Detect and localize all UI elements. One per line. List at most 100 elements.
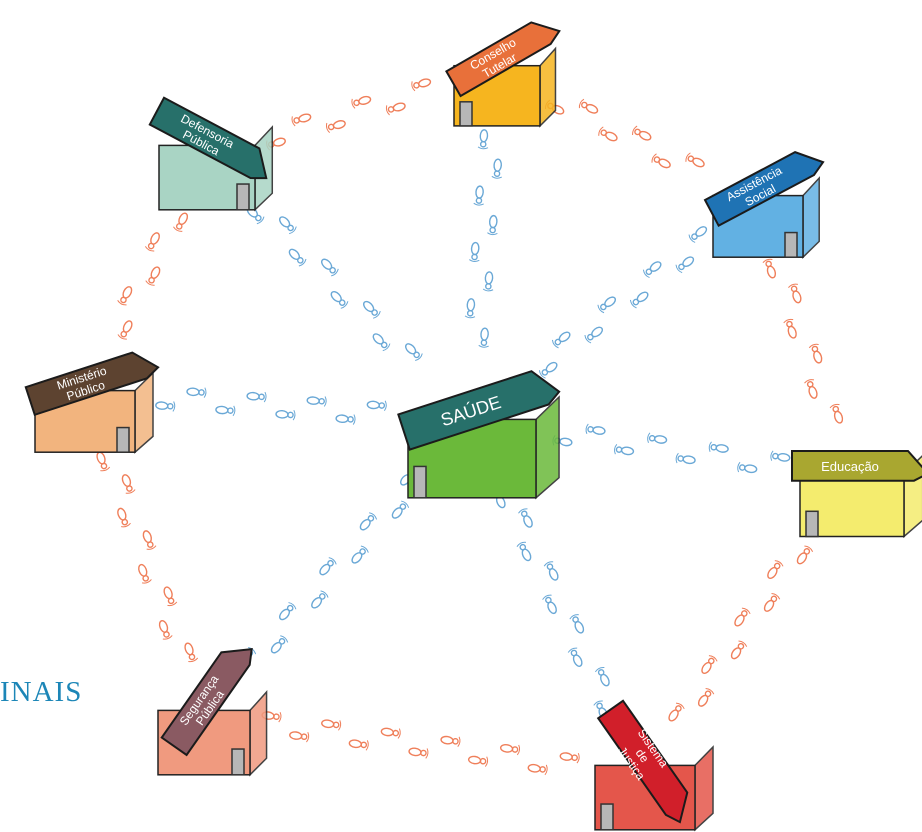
footprint (629, 291, 649, 309)
house-door (413, 465, 427, 499)
footprint (542, 594, 557, 615)
footprint (311, 590, 329, 609)
footprint (499, 744, 521, 756)
footprint (215, 405, 236, 417)
footprint (158, 619, 173, 640)
footprint (675, 256, 695, 274)
footpath-saude-conselho (464, 129, 503, 348)
footprint (325, 120, 346, 133)
footpath-sistema-seguranca (261, 711, 580, 776)
footpath-defensoria-conselho (266, 78, 432, 151)
house-educacao: Educação (791, 450, 922, 539)
footprint (467, 755, 489, 767)
footprint (362, 300, 381, 319)
footprint (246, 391, 267, 403)
footprint (763, 593, 781, 612)
footprint (306, 396, 327, 407)
footprint (385, 102, 406, 116)
footprint (275, 409, 296, 421)
footprint (121, 474, 136, 494)
footprint (186, 387, 207, 398)
footprint (142, 530, 157, 550)
footprint (391, 500, 410, 519)
footprint (380, 727, 401, 739)
footprint (155, 401, 176, 412)
footprint (270, 635, 289, 654)
footprint (642, 261, 662, 279)
house-door (116, 426, 130, 453)
footprint (697, 687, 715, 707)
footpath-saude-ministerio (155, 387, 387, 425)
footprint (804, 379, 818, 399)
footprint (478, 327, 489, 348)
footprint (145, 266, 161, 286)
footprint (651, 153, 671, 169)
footprint (647, 432, 668, 444)
footprint (117, 507, 131, 528)
footpath-assistencia-educacao (762, 258, 844, 424)
footprint (117, 320, 133, 340)
footprint (440, 735, 461, 747)
footprint (796, 545, 814, 565)
footprint (330, 290, 349, 309)
footpath-saude-defensoria (246, 206, 423, 361)
footprint (482, 271, 494, 292)
house-door (600, 803, 614, 831)
footprint (278, 216, 297, 235)
footprint (808, 343, 823, 364)
footprint (291, 113, 312, 127)
footprint (538, 361, 558, 379)
footprint (578, 98, 599, 114)
footprint (366, 400, 387, 412)
footprint (685, 152, 705, 168)
footprint (730, 640, 748, 660)
footprint (404, 343, 423, 361)
footprint (320, 258, 339, 277)
footprint (762, 258, 777, 279)
house-door (236, 183, 250, 211)
footprint (708, 441, 729, 453)
footpath-saude-educacao (552, 423, 791, 474)
footprint (335, 414, 356, 425)
footprint (491, 158, 503, 179)
footprint (668, 702, 685, 722)
footprint (173, 212, 189, 232)
house-saude: SAÚDE (397, 370, 561, 500)
footprint (567, 647, 583, 667)
footprint (518, 508, 533, 528)
footprint (469, 241, 480, 262)
footprint (473, 185, 484, 206)
footprint (359, 512, 378, 531)
house-door (805, 510, 819, 538)
cut-off-text: INAIS (0, 676, 83, 708)
footprint (594, 666, 610, 687)
footprint (559, 752, 580, 764)
footprint (783, 318, 797, 339)
footprint (770, 450, 791, 462)
footprint (408, 747, 429, 759)
footprint (348, 739, 369, 751)
footprint (632, 125, 652, 141)
footprint (569, 614, 585, 634)
footprint (597, 296, 617, 314)
footprint (829, 403, 844, 424)
footprint (411, 78, 432, 92)
house-roof: SAÚDE (397, 370, 561, 451)
footprint (598, 126, 618, 142)
footprint (319, 557, 337, 576)
footprint (289, 731, 310, 743)
footprint (543, 561, 559, 581)
footprint (477, 129, 489, 150)
footprint (351, 95, 372, 109)
footprint (527, 763, 548, 776)
footprint (688, 226, 708, 243)
footprint (737, 461, 758, 474)
footprint (767, 560, 784, 579)
footprint (788, 283, 802, 304)
